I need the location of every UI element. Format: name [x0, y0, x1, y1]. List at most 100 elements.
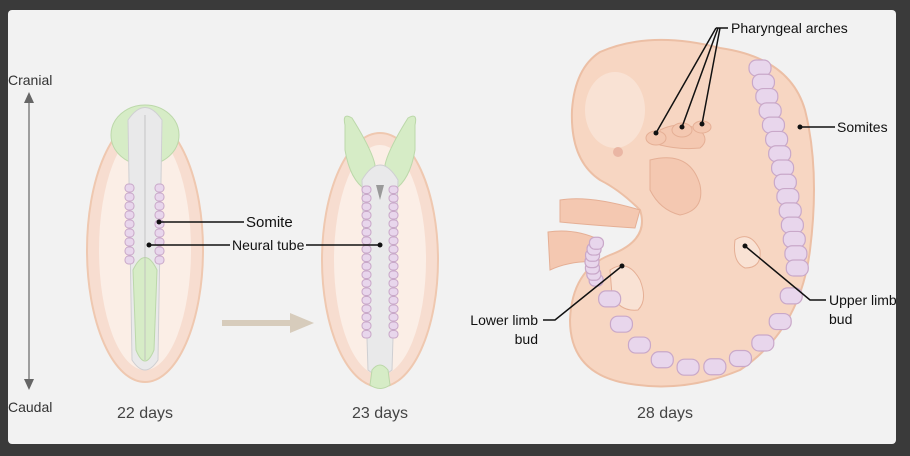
somite: [755, 87, 779, 106]
somite: [588, 236, 605, 250]
somite: [676, 358, 700, 376]
upper-limb-label-line1: Upper limb: [829, 292, 896, 308]
caudal-label: Caudal: [8, 399, 52, 415]
somite: [780, 216, 804, 234]
somite: [388, 228, 399, 237]
pharyngeal-dot-2: [679, 124, 685, 130]
cranial-caudal-axis: Cranial Caudal: [8, 72, 52, 415]
somite: [361, 236, 372, 245]
somite: [388, 313, 399, 322]
pharyngeal-dot-1: [653, 130, 659, 136]
somite: [748, 59, 772, 77]
upper-limb-label-line2: bud: [829, 311, 852, 327]
cranial-label: Cranial: [8, 72, 52, 88]
somite: [124, 228, 135, 238]
somite: [785, 259, 809, 277]
somite: [361, 253, 372, 262]
somite: [768, 312, 792, 331]
somite: [388, 219, 399, 228]
somite: [703, 358, 727, 376]
lower-limb-dot: [619, 263, 625, 269]
somite: [361, 270, 372, 279]
embryo-23-neuropore: [376, 185, 384, 200]
somites-22: [124, 183, 165, 265]
pharyngeal-leader-1: [655, 27, 717, 134]
pharyngeal-dot-3: [699, 121, 705, 127]
somite: [361, 313, 372, 322]
somite: [388, 296, 399, 305]
arrow-head: [290, 313, 314, 333]
embryo-28-eye: [613, 147, 623, 157]
somite: [778, 202, 802, 220]
somite: [728, 349, 753, 368]
somite: [124, 255, 135, 265]
somite: [598, 290, 622, 308]
somite: [361, 219, 372, 228]
embryo-28-days: 28 days: [547, 38, 815, 422]
somite: [765, 130, 789, 149]
diagram-panel: Cranial Caudal 22 days 23 days: [8, 10, 897, 444]
somite: [388, 236, 399, 245]
embryo-diagram: Cranial Caudal 22 days 23 days: [8, 20, 897, 422]
somite: [388, 211, 399, 220]
axis-arrowhead-down: [24, 379, 34, 390]
somites-23: [361, 185, 399, 339]
somite: [124, 201, 135, 211]
somite: [751, 73, 776, 91]
neural-tube-dot-23: [377, 242, 383, 248]
somite-label: Somite: [246, 214, 293, 231]
somite: [361, 245, 372, 254]
somite: [361, 194, 372, 203]
somite: [154, 201, 165, 211]
structure-labels: Somite Neural tube Pharyngeal arches Som…: [232, 20, 897, 347]
pharyngeal-arches-label: Pharyngeal arches: [731, 20, 848, 36]
somite: [773, 173, 797, 191]
somite: [388, 330, 399, 339]
somite: [124, 210, 135, 220]
progression-arrow: [222, 313, 314, 333]
somite: [388, 304, 399, 313]
somite: [361, 185, 372, 194]
somite: [627, 336, 652, 354]
neural-tube-label: Neural tube: [232, 237, 305, 253]
somite: [361, 211, 372, 220]
somite: [768, 145, 792, 163]
somite: [361, 262, 372, 271]
somite: [361, 287, 372, 296]
embryo-23-days: 23 days: [321, 115, 439, 422]
somite: [761, 116, 786, 134]
neural-tube-dot-22: [146, 242, 152, 248]
lower-limb-label-line2: bud: [515, 331, 538, 347]
pharyngeal-leader-2: [681, 27, 719, 128]
leader-lines: [149, 27, 835, 321]
somite: [388, 270, 399, 279]
somite: [361, 304, 372, 313]
embryo-28-heart-bulge: [649, 157, 702, 216]
upper-limb-dot: [742, 243, 748, 249]
embryo-23-right-fold: [384, 115, 417, 191]
somite: [154, 246, 165, 256]
somite: [784, 245, 808, 263]
somite: [388, 262, 399, 271]
somite: [154, 210, 165, 220]
arch-2: [671, 122, 693, 138]
somite: [782, 230, 806, 249]
somites-28: [584, 59, 809, 376]
somite: [388, 253, 399, 262]
embryo-22-days: 22 days: [86, 104, 204, 422]
embryo-23-left-fold: [343, 115, 376, 191]
somite: [361, 228, 372, 237]
somite: [124, 192, 135, 202]
somite: [361, 202, 372, 211]
somite: [388, 245, 399, 254]
somite: [758, 102, 782, 120]
upper-limb-bud: [734, 236, 761, 269]
somite: [154, 237, 165, 247]
somites-label: Somites: [837, 119, 888, 135]
somite: [124, 246, 135, 256]
stage-label-28: 28 days: [637, 405, 693, 422]
somite: [388, 185, 399, 194]
somite: [609, 315, 634, 333]
somite: [361, 296, 372, 305]
somites-dot: [797, 124, 803, 130]
